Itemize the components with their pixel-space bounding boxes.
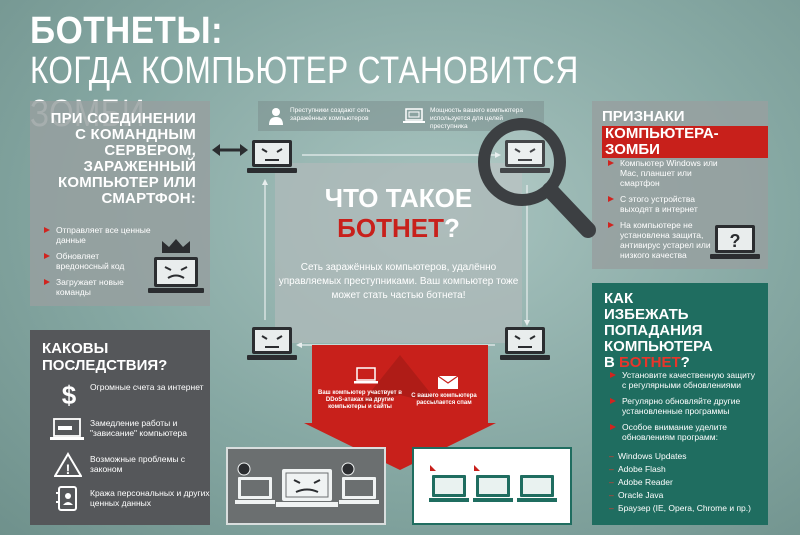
definition-text: Сеть заражённых компьютеров, удалённо уп… [278, 262, 519, 301]
list-item: Отправляет все ценные данные [44, 225, 154, 245]
zombie-laptop-icon [247, 140, 297, 173]
warning-icon: ! [54, 452, 82, 477]
dollar-icon: $ [62, 380, 77, 408]
zombie-laptop-icon [247, 327, 297, 360]
infected-laptops-illustration [235, 462, 379, 507]
program-item: Windows Updates [609, 450, 751, 463]
definition-title-botnet: БОТНЕТ? [275, 213, 522, 244]
protected-laptops-illustration [429, 465, 557, 502]
prevention-heading: КАК ИЗБЕЖАТЬ ПОПАДАНИЯ КОМПЬЮТЕРА В БОТН… [604, 291, 714, 371]
botnet-word: БОТНЕТ [337, 213, 444, 243]
connection-panel: ПРИ СОЕДИНЕНИИ С КОМАНДНЫМ СЕРВЕРОМ, ЗАР… [30, 101, 210, 306]
question-laptop-icon: ? [710, 225, 760, 259]
zombie-laptop-icon [500, 140, 550, 173]
main-title: БОТНЕТЫ: [30, 10, 224, 52]
consequences-heading: КАКОВЫ ПОСЛЕДСТВИЯ? [42, 340, 168, 374]
signs-heading-highlight: КОМПЬЮТЕРА-ЗОМБИ [602, 126, 768, 158]
consequence-row: Замедление работы и "зависание" компьюте… [44, 418, 204, 446]
strip-text-power: Мощность вашего компьютера используется … [430, 107, 523, 130]
connection-heading: ПРИ СОЕДИНЕНИИ С КОМАНДНЫМ СЕРВЕРОМ, ЗАР… [50, 110, 196, 207]
zombie-laptop-icon [500, 327, 550, 360]
prevention-heading-q: ? [680, 354, 690, 371]
slow-laptop-icon [50, 418, 84, 440]
prevention-list: Установите качественную защиту с регуляр… [610, 370, 760, 448]
consequence-text: Замедление работы и "зависание" компьюте… [90, 418, 188, 438]
magnifier-icon [478, 118, 596, 238]
svg-text:?: ? [730, 231, 741, 251]
definition-title: ЧТО ТАКОЕ [324, 183, 473, 213]
prevention-heading-text: КАК ИЗБЕЖАТЬ ПОПАДАНИЯ КОМПЬЮТЕРА В [604, 290, 713, 371]
connection-list: Отправляет все ценные данные Обновляет в… [44, 225, 154, 303]
list-item: Обновляет вредоносный код [44, 251, 154, 271]
list-item: На компьютере не установлена защита, ант… [608, 220, 718, 260]
ddos-text: Ваш компьютер участвует в DDoS-атаках на… [318, 390, 402, 410]
list-item: Регулярно обновляйте другие установленны… [610, 396, 760, 416]
envelope-icon [437, 375, 459, 389]
consequences-panel: КАКОВЫ ПОСЛЕДСТВИЯ? $ Огромные счета за … [30, 330, 210, 525]
consequence-row: ! Возможные проблемы с законом [44, 452, 204, 482]
list-item: Загружает новые команды [44, 277, 154, 297]
person-icon [269, 108, 283, 125]
botnet-definition-panel: ЧТО ТАКОЕ БОТНЕТ? Сеть заражённых компью… [275, 163, 522, 343]
crowned-laptop-icon [148, 239, 204, 293]
list-item: Компьютер Windows или Mac, планшет или с… [608, 158, 718, 188]
list-item: С этого устройства выходят в интернет [608, 194, 718, 214]
consequence-text: Огромные счета за интернет [90, 382, 204, 392]
consequence-row: Кража персональных и других ценных данны… [44, 486, 210, 516]
program-item: Браузер (IE, Opera, Chrome и пр.) [609, 502, 751, 515]
main-subtitle: КОГДА КОМПЬЮТЕР СТАНОВИТСЯ ЗОМБИ [30, 50, 579, 135]
infected-network-box [226, 447, 386, 525]
zombie-signs-panel: ПРИЗНАКИ КОМПЬЮТЕРА-ЗОМБИ Компьютер Wind… [592, 101, 768, 269]
spam-text: С вашего компьютера рассылается спам [411, 393, 477, 406]
program-item: Adobe Flash [609, 463, 751, 476]
consequence-text: Кража персональных и других ценных данны… [90, 488, 210, 508]
svg-text:$: $ [62, 380, 77, 408]
signs-heading: ПРИЗНАКИ [602, 108, 685, 125]
strip-text-criminals: Преступники создают сеть заражённых комп… [290, 107, 371, 122]
program-item: Oracle Java [609, 489, 751, 502]
small-laptop-icon [354, 367, 378, 384]
program-item: Adobe Reader [609, 476, 751, 489]
svg-text:!: ! [66, 461, 71, 477]
laptop-outline-icon [403, 108, 425, 123]
consequence-row: $ Огромные счета за интернет [44, 380, 204, 410]
process-strip: Преступники создают сеть заражённых комп… [258, 101, 544, 131]
list-item: Особое внимание уделите обновлениям прог… [610, 422, 760, 442]
prevention-heading-botnet: БОТНЕТ [619, 354, 681, 371]
protected-network-box [412, 447, 572, 525]
question-mark: ? [443, 213, 460, 243]
signs-list: Компьютер Windows или Mac, планшет или с… [608, 158, 718, 266]
list-item: Установите качественную защиту с регуляр… [610, 370, 760, 390]
consequence-text: Возможные проблемы с законом [90, 454, 186, 474]
programs-list: Windows Updates Adobe Flash Adobe Reader… [609, 450, 751, 515]
prevention-panel: КАК ИЗБЕЖАТЬ ПОПАДАНИЯ КОМПЬЮТЕРА В БОТН… [592, 283, 768, 525]
address-book-icon [56, 486, 77, 511]
